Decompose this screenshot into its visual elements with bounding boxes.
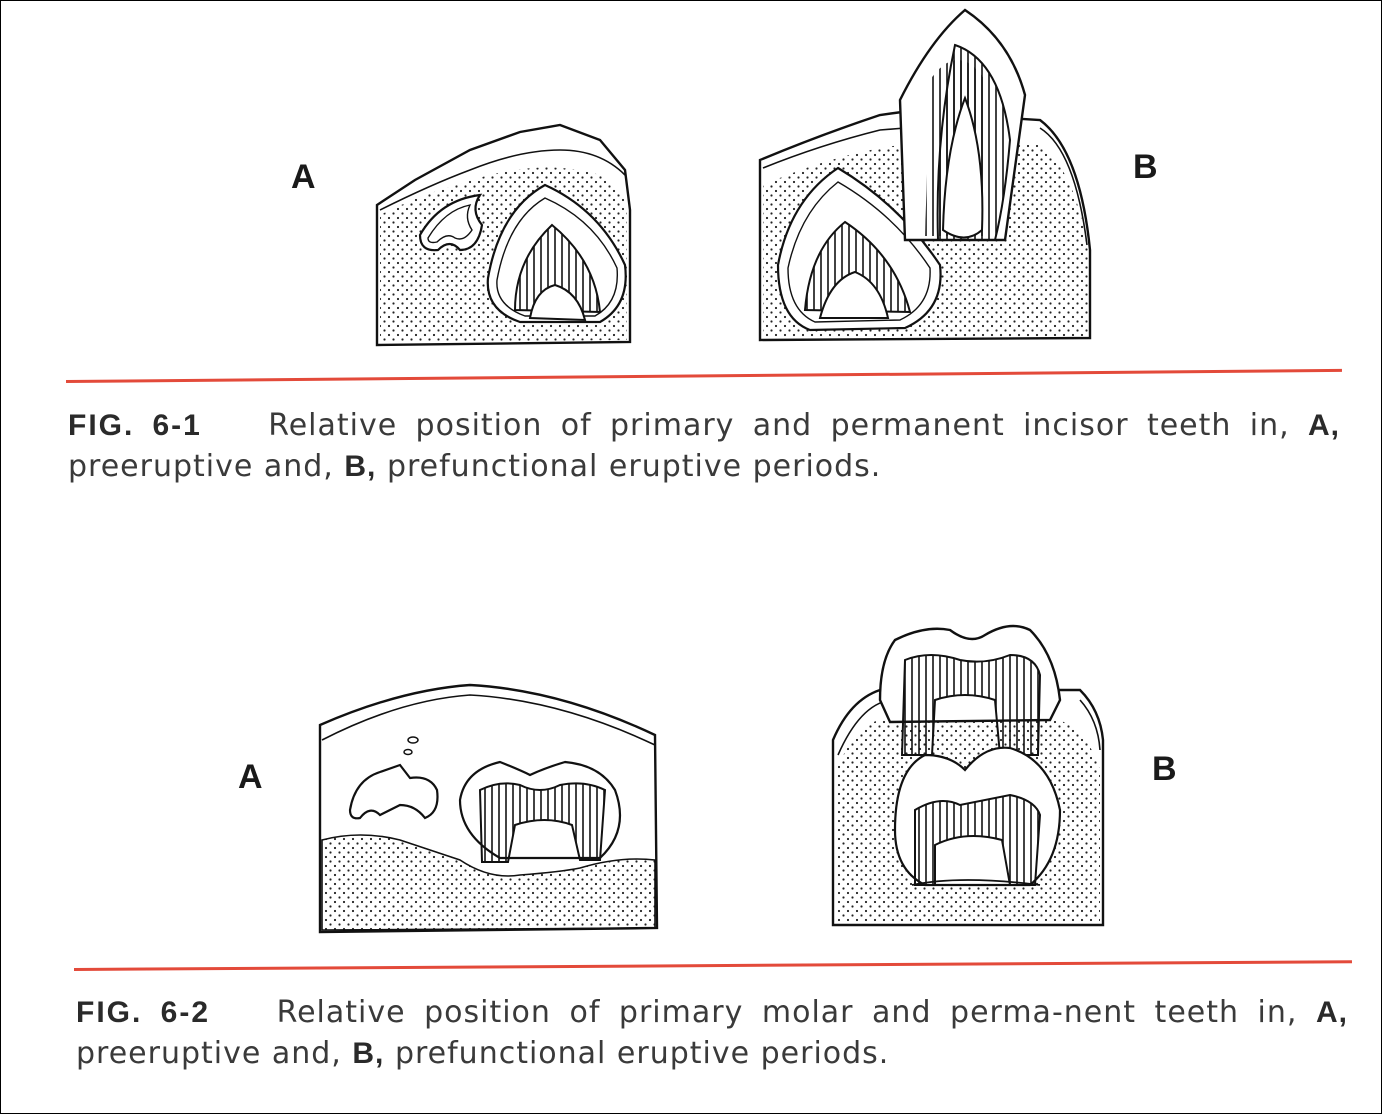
fig1-caption-text-2: preeruptive and, <box>68 449 334 484</box>
fig1-key-a: A, <box>1308 409 1340 442</box>
fig2-label-b: B <box>1152 752 1177 786</box>
fig2-key-a: A, <box>1316 996 1348 1029</box>
fig1-panel-a-drawing <box>377 125 630 345</box>
fig2-caption-text-1: Relative position of primary molar and p… <box>277 995 1298 1030</box>
fig1-label-b: B <box>1133 150 1158 184</box>
fig2-number: FIG. 6-2 <box>76 996 210 1029</box>
fig1-panel-b-drawing <box>760 10 1090 340</box>
fig2-caption: FIG. 6-2 Relative position of primary mo… <box>76 992 1348 1074</box>
fig1-caption-text-3: prefunctional eruptive periods. <box>387 449 881 484</box>
fig2-key-b: B, <box>352 1037 384 1070</box>
fig2-label-a: A <box>238 760 263 794</box>
fig2-caption-text-3: prefunctional eruptive periods. <box>395 1036 889 1071</box>
fig2-caption-text-2: preeruptive and, <box>76 1036 342 1071</box>
fig2-panel-a-drawing <box>320 685 657 932</box>
fig2-panel-b-drawing <box>833 626 1103 925</box>
fig1-key-b: B, <box>344 450 376 483</box>
fig1-label-a: A <box>291 160 316 194</box>
fig1-caption: FIG. 6-1 Relative position of primary an… <box>68 405 1340 487</box>
fig1-number: FIG. 6-1 <box>68 409 202 442</box>
fig1-caption-text-1: Relative position of primary and permane… <box>268 408 1289 443</box>
